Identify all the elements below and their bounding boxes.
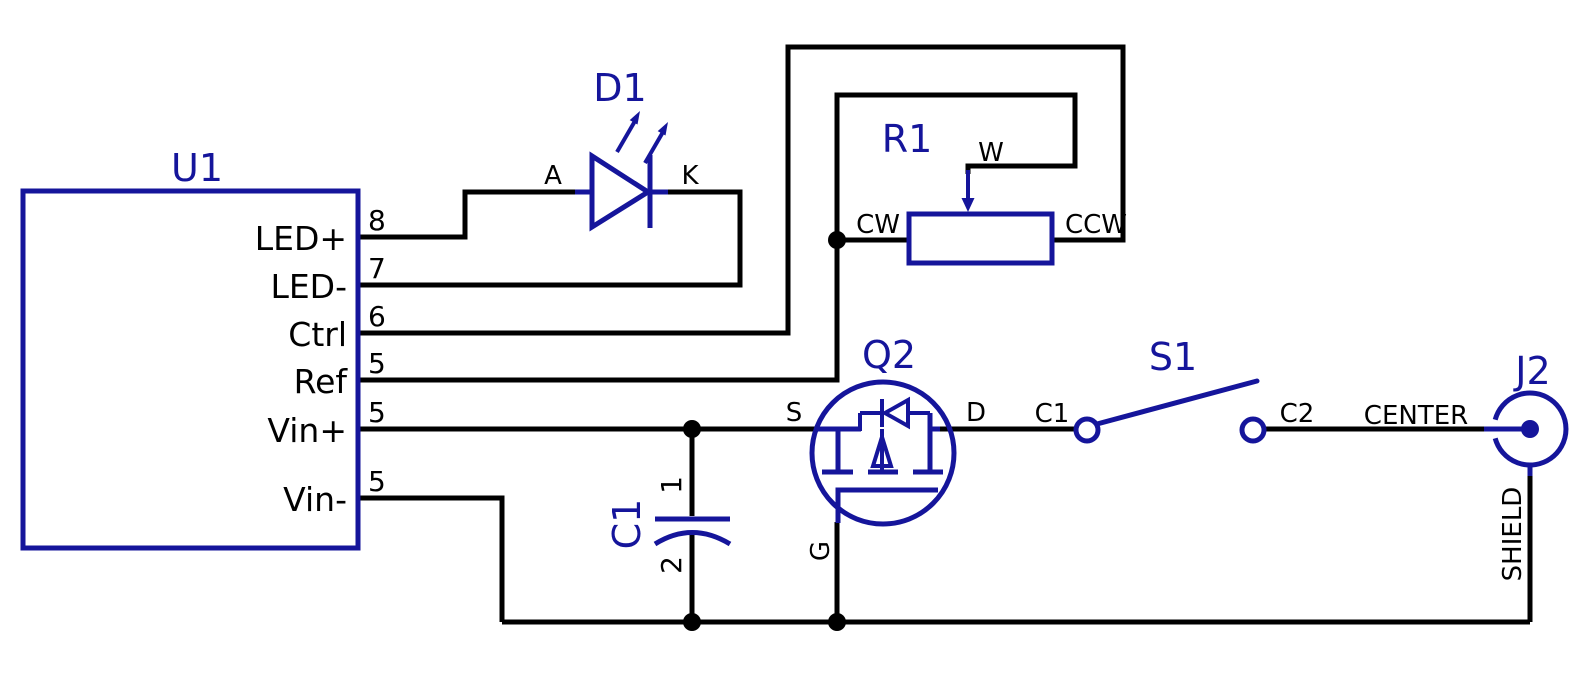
- r1-cw-label: CW: [856, 210, 900, 240]
- s1-contact-2: [1239, 416, 1267, 444]
- u1-pin-name: LED+: [255, 219, 347, 258]
- u1-pin-name: LED-: [270, 267, 347, 306]
- d1-cathode-label: K: [681, 161, 699, 191]
- d1-light-arrow: [643, 130, 665, 165]
- junction-dots: [683, 231, 846, 631]
- c1-refdes: C1: [605, 499, 649, 550]
- s1-refdes: S1: [1149, 335, 1197, 379]
- q2-bodydiode-triangle: [880, 396, 910, 430]
- u1-pin-number: 5: [368, 396, 386, 429]
- wire-wiper-loop: [834, 92, 1078, 240]
- wire-ref-to-junction: [358, 240, 840, 383]
- q2-mosfet-symbol: Q2 S D G: [786, 333, 986, 561]
- c1-pin1-number: 1: [655, 476, 688, 494]
- u1-ic-symbol: U1 LED+ LED- Ctrl Ref Vin+ Vin- 8 7 6 5 …: [20, 146, 386, 551]
- r1-wiper-label: W: [978, 138, 1004, 168]
- u1-pin-name: Vin+: [267, 411, 347, 450]
- d1-led-symbol: D1 A K: [544, 66, 699, 232]
- junction-dot: [828, 613, 846, 631]
- u1-pin-number: 5: [368, 347, 386, 380]
- junction-dot: [828, 231, 846, 249]
- c1-capacitor-symbol: C1 1 2: [605, 476, 732, 574]
- c1-pin2-number: 2: [655, 556, 688, 574]
- q2-gate-bar: [835, 487, 938, 523]
- junction-dot: [683, 613, 701, 631]
- j2-jack-symbol: J2 CENTER SHIELD: [1364, 349, 1569, 582]
- r1-body: [906, 211, 1055, 266]
- r1-wiper-arrowhead: [961, 198, 975, 212]
- u1-pin-number: 6: [368, 300, 386, 333]
- c1-bottom-plate: [653, 530, 732, 547]
- d1-refdes: D1: [593, 66, 646, 110]
- d1-light-arrowhead: [657, 122, 668, 136]
- wire-ctrl-to-ccw: [358, 44, 1126, 336]
- u1-pin-name: Vin-: [283, 480, 347, 519]
- d1-anode-label: A: [544, 161, 562, 191]
- d1-triangle: [589, 151, 653, 232]
- j2-center-label: CENTER: [1364, 401, 1468, 431]
- r1-potentiometer-symbol: R1 W CW CCW: [856, 117, 1127, 266]
- r1-refdes: R1: [882, 117, 933, 161]
- j2-ring: [1492, 390, 1569, 468]
- wire-ledplus-to-anode: [358, 189, 575, 240]
- j2-center-pin: [1521, 420, 1539, 438]
- q2-substrate-arrow: [870, 430, 894, 468]
- u1-pin-name: Ctrl: [288, 315, 347, 354]
- q2-source-label: S: [786, 398, 803, 428]
- d1-light-arrow: [615, 119, 637, 154]
- wire-vinminus: [358, 495, 505, 622]
- wires: [358, 44, 1533, 625]
- r1-ccw-label: CCW: [1065, 210, 1127, 240]
- wire-cathode-to-ledminus: [358, 189, 743, 288]
- u1-refdes: U1: [171, 146, 223, 190]
- q2-drain-label: D: [966, 398, 986, 428]
- u1-pin-number: 5: [368, 465, 386, 498]
- q2-gate-label: G: [806, 541, 836, 561]
- s1-contact1-label: C1: [1035, 399, 1070, 429]
- u1-pin-name: Ref: [294, 362, 349, 401]
- u1-pin-number: 8: [368, 204, 386, 237]
- q2-envelope: [809, 379, 957, 527]
- s1-switch-symbol: S1 C1 C2: [1035, 335, 1315, 444]
- u1-body: [20, 188, 361, 551]
- d1-light-arrowhead: [629, 111, 640, 125]
- j2-shield-label: SHIELD: [1498, 487, 1528, 582]
- s1-contact-1: [1073, 416, 1101, 444]
- s1-contact2-label: C2: [1280, 399, 1315, 429]
- s1-lever: [1094, 378, 1260, 427]
- q2-refdes: Q2: [862, 333, 916, 377]
- junction-dot: [683, 420, 701, 438]
- u1-pin-number: 7: [368, 252, 386, 285]
- j2-refdes: J2: [1513, 349, 1550, 393]
